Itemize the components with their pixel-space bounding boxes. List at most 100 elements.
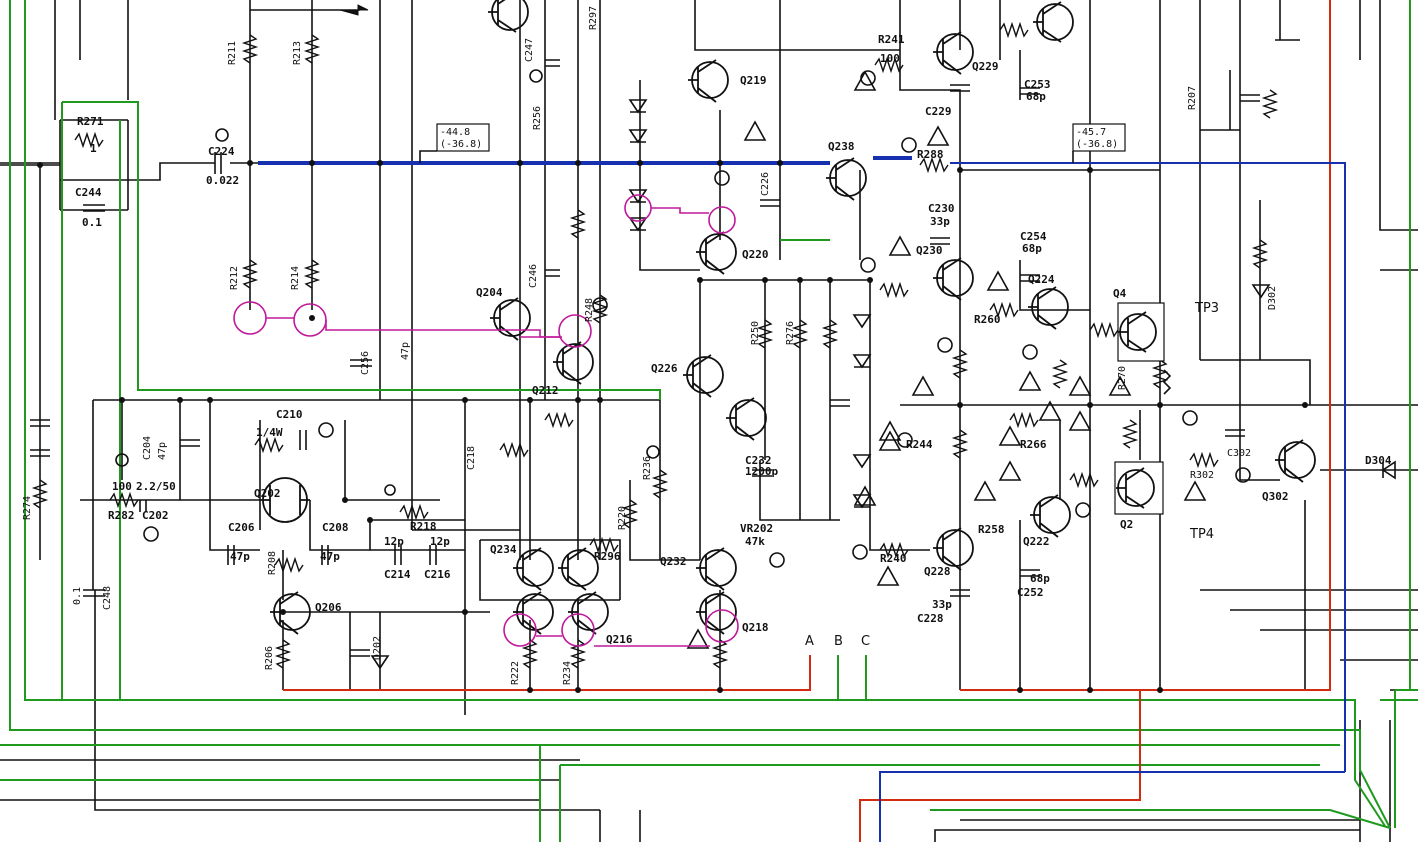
label-c244: C244 — [75, 186, 102, 199]
label-quarter-watt: 1/4W — [256, 426, 283, 439]
transistors — [260, 0, 1316, 635]
r240-symbol — [879, 541, 909, 559]
label-r207: R207 — [1187, 86, 1198, 110]
label-node-c: C — [861, 634, 870, 649]
magenta-annotations — [233, 194, 739, 647]
label-r236: R236 — [642, 456, 653, 480]
q238-transistor — [826, 157, 867, 201]
label-c202-value: 2.2/50 — [136, 480, 176, 493]
q226-transistor — [683, 354, 724, 398]
c228-symbol — [950, 589, 970, 597]
r212-symbol — [241, 259, 259, 289]
label-c253-value: 68p — [1026, 90, 1046, 103]
q224-transistor — [1028, 286, 1069, 330]
r213-symbol — [303, 34, 321, 64]
label-q234: Q234 — [490, 543, 517, 556]
c204-symbol — [180, 439, 200, 447]
label-r258: R258 — [978, 523, 1005, 536]
label-c256: C256 — [360, 351, 371, 375]
c302-symbol — [1240, 94, 1260, 102]
label-c247: C247 — [524, 38, 535, 62]
label-c254-value: 68p — [1022, 242, 1042, 255]
label-r240: R240 — [880, 552, 907, 565]
label-q302: Q302 — [1262, 490, 1289, 503]
q-lower-mid-transistor — [558, 547, 599, 591]
q234-transistor — [513, 547, 554, 591]
c229-symbol — [950, 84, 970, 92]
c230-symbol — [930, 237, 950, 245]
label-q212: Q212 — [532, 384, 559, 397]
q-mid-transistor — [726, 397, 767, 441]
label-r211: R211 — [227, 41, 238, 65]
label-q206: Q206 — [315, 601, 342, 614]
c218-symbol — [350, 649, 370, 657]
label-q229: Q229 — [972, 60, 999, 73]
label-r212: R212 — [229, 266, 240, 290]
label-c252: C252 — [1017, 586, 1044, 599]
label-q228: Q228 — [924, 565, 951, 578]
q202-transistor — [260, 477, 310, 523]
label-r244: R244 — [906, 438, 933, 451]
c216-symbol — [429, 545, 437, 565]
label-c224: C224 — [208, 145, 235, 158]
label-node-b: B — [834, 634, 843, 649]
label-q232: Q232 — [660, 555, 687, 568]
label-c224-value: 0.022 — [206, 174, 239, 187]
label-q218: Q218 — [742, 621, 769, 634]
r211-symbol — [241, 34, 259, 64]
c202-symbol — [139, 500, 147, 512]
d302-symbol — [1251, 284, 1271, 299]
junction-dots — [37, 160, 1308, 693]
label-c230-value: 33p — [930, 215, 950, 228]
label-r214: R214 — [290, 266, 301, 290]
label-d304: D304 — [1365, 454, 1392, 467]
label-c12p-a: 12p — [384, 535, 404, 548]
d304-symbol — [1381, 460, 1396, 480]
capacitors — [30, 59, 1260, 657]
label-c256-value: 47p — [400, 342, 411, 360]
r236-symbol — [651, 469, 669, 499]
label-c228: C228 — [917, 612, 944, 625]
label-q238: Q238 — [828, 140, 855, 153]
label-r248: R248 — [584, 298, 595, 322]
label-q230: Q230 — [916, 244, 943, 257]
power-transistors — [1114, 302, 1172, 515]
label-voltage-right: -45.7 — [1076, 127, 1106, 138]
r276-symbol — [791, 319, 809, 349]
c206-symbol — [227, 545, 235, 565]
label-r296: R296 — [594, 550, 621, 563]
label-q222: Q222 — [1023, 535, 1050, 548]
label-c226: C226 — [760, 172, 771, 196]
label-voltage-left: -44.8 — [440, 127, 470, 138]
q-top-right-transistor — [1033, 1, 1074, 43]
r208-symbol — [274, 556, 304, 574]
label-c208: C208 — [322, 521, 349, 534]
q229-transistor — [933, 31, 974, 75]
label-c302: C302 — [1227, 448, 1251, 459]
label-r256: R256 — [532, 106, 543, 130]
q302-transistor — [1275, 439, 1316, 483]
c254-symbol — [1020, 274, 1040, 282]
label-node-a: A — [805, 634, 814, 649]
label-c216: C216 — [424, 568, 451, 581]
signal-arrow-icon — [339, 4, 369, 16]
r241-symbol — [874, 56, 904, 74]
r207-symbol — [1261, 89, 1279, 119]
c253-symbol — [1020, 87, 1040, 95]
q230-transistor — [933, 257, 974, 301]
label-c12p-b: 12p — [430, 535, 450, 548]
voltage-boxes — [419, 123, 1126, 163]
label-c253: C253 — [1024, 78, 1051, 91]
label-r274: R274 — [22, 496, 33, 520]
r250-symbol — [756, 319, 774, 349]
label-r213: R213 — [292, 41, 303, 65]
label-d302: D302 — [1267, 286, 1278, 310]
r218-symbol — [399, 503, 429, 521]
c248-symbol — [83, 589, 105, 597]
label-r220: R220 — [617, 506, 628, 530]
q212-transistor — [553, 341, 594, 385]
label-r282: R282 — [108, 509, 135, 522]
component-labels: R211 R213 R271 1 C224 0.022 C244 0.1 R21… — [22, 6, 1392, 685]
r302-symbol — [1251, 239, 1269, 269]
